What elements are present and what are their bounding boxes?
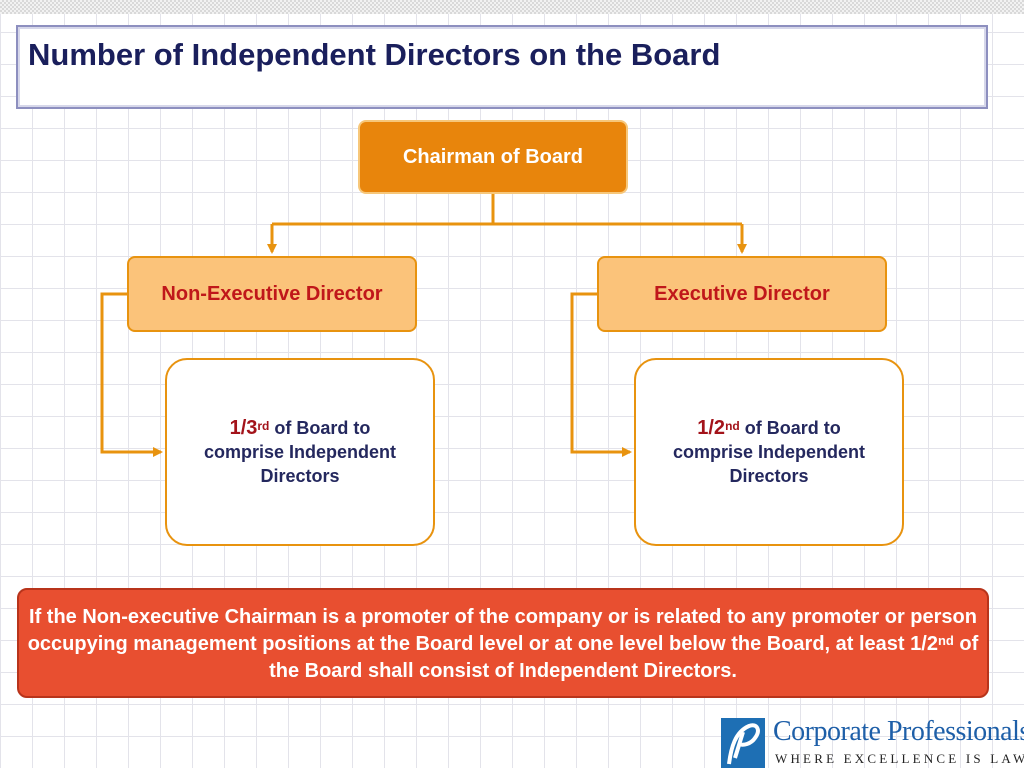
arrow-executive-to-rule [570,292,632,457]
executive-director-node: Executive Director [597,256,887,332]
non-executive-rule-fraction: 1/3rd [229,417,270,439]
page-title: Number of Independent Directors on the B… [28,37,721,72]
notice-text-end: of the Board shall consist of Independen… [269,633,979,682]
arrow-non-executive-to-rule [100,292,163,457]
title-bar: Number of Independent Directors on the B… [16,25,988,109]
corporate-professionals-logo: Corporate Professionals Where Excellence… [721,716,1024,768]
logo-tagline: Where Excellence is Law [775,751,1024,766]
executive-rule-text: 1/2nd of Board to comprise Independent D… [658,416,880,488]
non-executive-rule-box: 1/3rd of Board to comprise Independent D… [165,358,435,546]
non-executive-director-label: Non-Executive Director [161,282,383,305]
notice-sup: nd [937,633,954,648]
executive-rule-fraction: 1/2nd [697,417,740,439]
logo-name: Corporate Professionals [773,716,1024,747]
non-executive-director-node: Non-Executive Director [127,256,417,332]
top-pattern-strip [0,0,1024,14]
executive-rule-box: 1/2nd of Board to comprise Independent D… [634,358,904,546]
notice-text: If the Non-executive Chairman is a promo… [27,606,977,655]
chairman-label: Chairman of Board [402,145,584,168]
chairman-of-board-node: Chairman of Board [358,120,628,194]
promoter-chairman-notice: If the Non-executive Chairman is a promo… [17,588,989,698]
non-executive-rule-text: 1/3rd of Board to comprise Independent D… [189,416,411,488]
cp-logo-icon [721,718,765,768]
non-executive-rule-body: of Board to comprise Independent Directo… [203,418,397,486]
executive-director-label: Executive Director [654,282,830,305]
executive-rule-body: of Board to comprise Independent Directo… [672,418,866,486]
